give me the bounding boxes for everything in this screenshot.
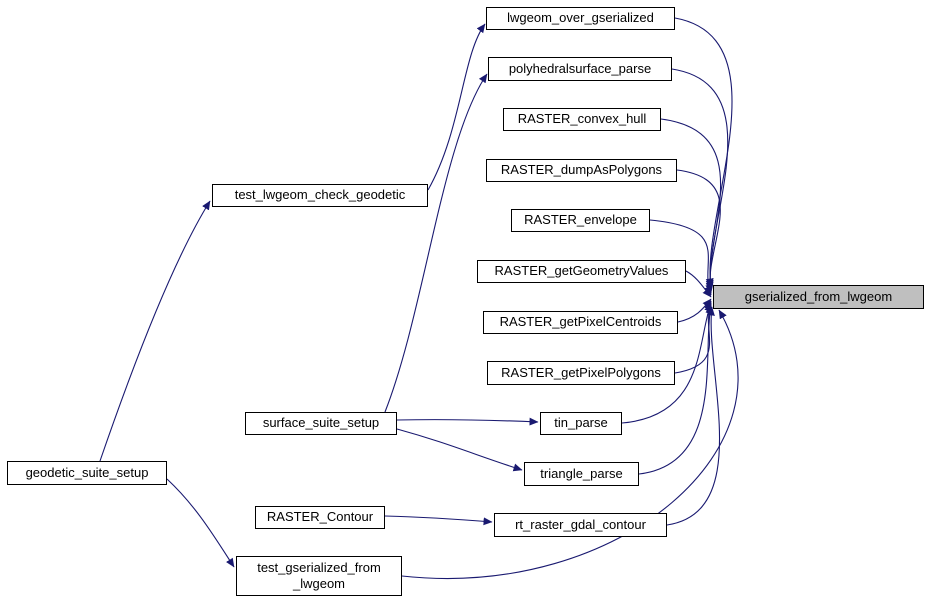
node-label: RASTER_convex_hull xyxy=(517,111,647,127)
node-label: tin_parse xyxy=(554,415,608,431)
node-label: RASTER_getPixelCentroids xyxy=(499,314,662,330)
graph-node-geodetic_suite_setup[interactable]: geodetic_suite_setup xyxy=(7,461,167,485)
node-label: triangle_parse xyxy=(540,465,623,481)
graph-node-gserialized_from_lwgeom: gserialized_from_lwgeom xyxy=(713,285,924,309)
node-label: polyhedralsurface_parse xyxy=(508,60,652,76)
node-label: gserialized_from_lwgeom xyxy=(744,288,893,304)
edge-geodetic_suite_setup-to-test_lwgeom_check_geodetic xyxy=(99,200,211,462)
node-label: test_lwgeom_check_geodetic xyxy=(234,187,406,203)
graph-node-RASTER_dumpAsPolygons[interactable]: RASTER_dumpAsPolygons xyxy=(486,159,677,182)
edge-geodetic_suite_setup-to-test_gserialized_from_lwgeom xyxy=(166,478,235,568)
node-label: test_gserialized_from _lwgeom xyxy=(257,559,381,591)
node-label: RASTER_Contour xyxy=(266,509,374,525)
node-label: surface_suite_setup xyxy=(262,415,380,431)
edge-tin_parse-to-gserialized_from_lwgeom xyxy=(621,302,712,424)
graph-node-polyhedralsurface_parse[interactable]: polyhedralsurface_parse xyxy=(488,57,672,81)
edge-rt_raster_gdal_contour-to-gserialized_from_lwgeom xyxy=(666,306,721,526)
node-label: RASTER_envelope xyxy=(524,212,637,228)
graph-node-RASTER_convex_hull[interactable]: RASTER_convex_hull xyxy=(503,108,661,131)
edge-RASTER_getPixelPolygons-to-gserialized_from_lwgeom xyxy=(674,300,712,374)
edge-RASTER_envelope-to-gserialized_from_lwgeom xyxy=(649,219,712,296)
edge-triangle_parse-to-gserialized_from_lwgeom xyxy=(638,304,714,475)
edge-surface_suite_setup-to-tin_parse xyxy=(396,417,539,426)
graph-node-RASTER_envelope[interactable]: RASTER_envelope xyxy=(511,209,650,232)
graph-node-test_gserialized_from_lwgeom[interactable]: test_gserialized_from _lwgeom xyxy=(236,556,402,596)
node-label: rt_raster_gdal_contour xyxy=(515,516,646,532)
graph-node-lwgeom_over_gserialized[interactable]: lwgeom_over_gserialized xyxy=(486,7,675,30)
node-label: RASTER_getPixelPolygons xyxy=(501,364,661,380)
graph-node-triangle_parse[interactable]: triangle_parse xyxy=(524,462,639,486)
edge-test_gserialized_from_lwgeom-to-gserialized_from_lwgeom xyxy=(401,309,739,579)
node-label: geodetic_suite_setup xyxy=(25,464,149,480)
edge-test_lwgeom_check_geodetic-to-lwgeom_over_gserialized xyxy=(427,23,486,191)
edge-surface_suite_setup-to-triangle_parse xyxy=(396,428,523,472)
graph-node-RASTER_getPixelPolygons[interactable]: RASTER_getPixelPolygons xyxy=(487,361,675,385)
graph-node-rt_raster_gdal_contour[interactable]: rt_raster_gdal_contour xyxy=(494,513,667,537)
graph-node-surface_suite_setup[interactable]: surface_suite_setup xyxy=(245,412,397,435)
edge-polyhedralsurface_parse-to-gserialized_from_lwgeom xyxy=(671,68,729,290)
node-label: lwgeom_over_gserialized xyxy=(507,10,654,26)
graph-node-tin_parse[interactable]: tin_parse xyxy=(540,412,622,435)
edge-RASTER_Contour-to-rt_raster_gdal_contour xyxy=(384,515,493,526)
graph-node-RASTER_getGeometryValues[interactable]: RASTER_getGeometryValues xyxy=(477,260,686,283)
edge-RASTER_dumpAsPolygons-to-gserialized_from_lwgeom xyxy=(676,169,721,294)
graph-node-RASTER_Contour[interactable]: RASTER_Contour xyxy=(255,506,385,529)
edge-RASTER_getGeometryValues-to-gserialized_from_lwgeom xyxy=(685,270,712,298)
edge-RASTER_getPixelCentroids-to-gserialized_from_lwgeom xyxy=(677,298,712,323)
node-label: RASTER_getGeometryValues xyxy=(494,263,669,279)
node-label: RASTER_dumpAsPolygons xyxy=(500,162,663,178)
edge-lwgeom_over_gserialized-to-gserialized_from_lwgeom xyxy=(674,17,733,288)
graph-node-test_lwgeom_check_geodetic[interactable]: test_lwgeom_check_geodetic xyxy=(212,184,428,207)
edge-surface_suite_setup-to-polyhedralsurface_parse xyxy=(384,73,488,413)
graph-node-RASTER_getPixelCentroids[interactable]: RASTER_getPixelCentroids xyxy=(483,311,678,334)
